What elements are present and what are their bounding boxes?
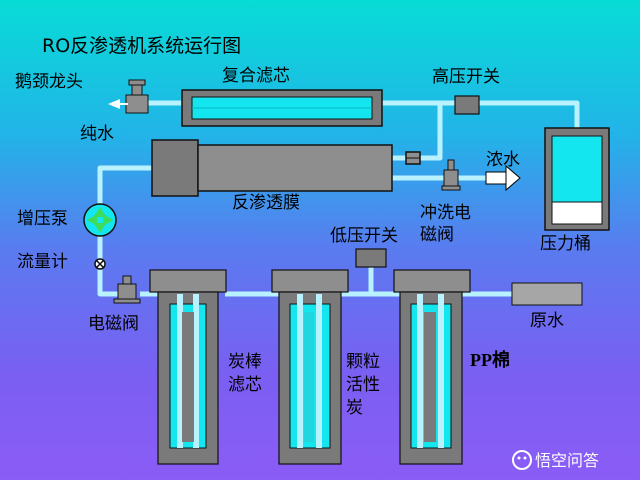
high-pressure-switch [454,95,480,115]
label-low-pressure-switch: 低压开关 [330,226,398,246]
label-gac-line2: 活性 [346,375,380,395]
label-pp-cotton: PP棉 [470,350,510,370]
gac-filter [271,269,349,465]
low-pressure-switch [355,248,387,268]
faucet [108,79,149,114]
label-faucet: 鹅颈龙头 [15,72,83,92]
booster-pump [83,203,117,237]
pipes [97,100,580,297]
label-pure-water: 纯水 [80,124,114,144]
inlet-solenoid-valve [113,275,141,304]
label-booster-pump: 增压泵 [17,209,68,229]
label-ro-membrane: 反渗透膜 [232,193,300,213]
carbon-block-filter [149,269,227,465]
label-flow-meter: 流量计 [17,252,68,272]
pipe-top-line [146,100,580,130]
label-carbon-block-line1: 炭棒 [228,352,262,372]
concentrate-arrow [485,164,521,192]
composite-filter [181,89,383,127]
pp-cotton-filter [393,269,471,465]
watermark-text: 悟空问答 [535,451,600,470]
label-concentrate: 浓水 [486,150,520,170]
label-solenoid-valve: 电磁阀 [88,314,139,334]
label-flush-valve-line1: 冲洗电 [420,203,471,223]
pipe-membrane-to-filter [392,103,443,161]
label-raw-water: 原水 [530,311,564,331]
raw-water-inlet [511,282,583,306]
ro-membrane [151,139,393,197]
diagram-title: RO反渗透机系统运行图 [42,35,242,57]
pressure-tank [544,127,610,231]
label-flush-valve-line2: 磁阀 [420,225,454,245]
flush-solenoid-valve [441,159,461,191]
watermark-icon [512,450,532,470]
label-carbon-block-line2: 滤芯 [228,375,262,395]
label-pressure-tank: 压力桶 [540,234,591,254]
label-high-pressure-switch: 高压开关 [432,67,500,87]
label-gac-line3: 炭 [346,398,363,418]
label-composite-filter: 复合滤芯 [222,66,290,86]
flow-meter [94,258,106,270]
label-gac-line1: 颗粒 [346,352,380,372]
membrane-sensor [405,151,421,165]
